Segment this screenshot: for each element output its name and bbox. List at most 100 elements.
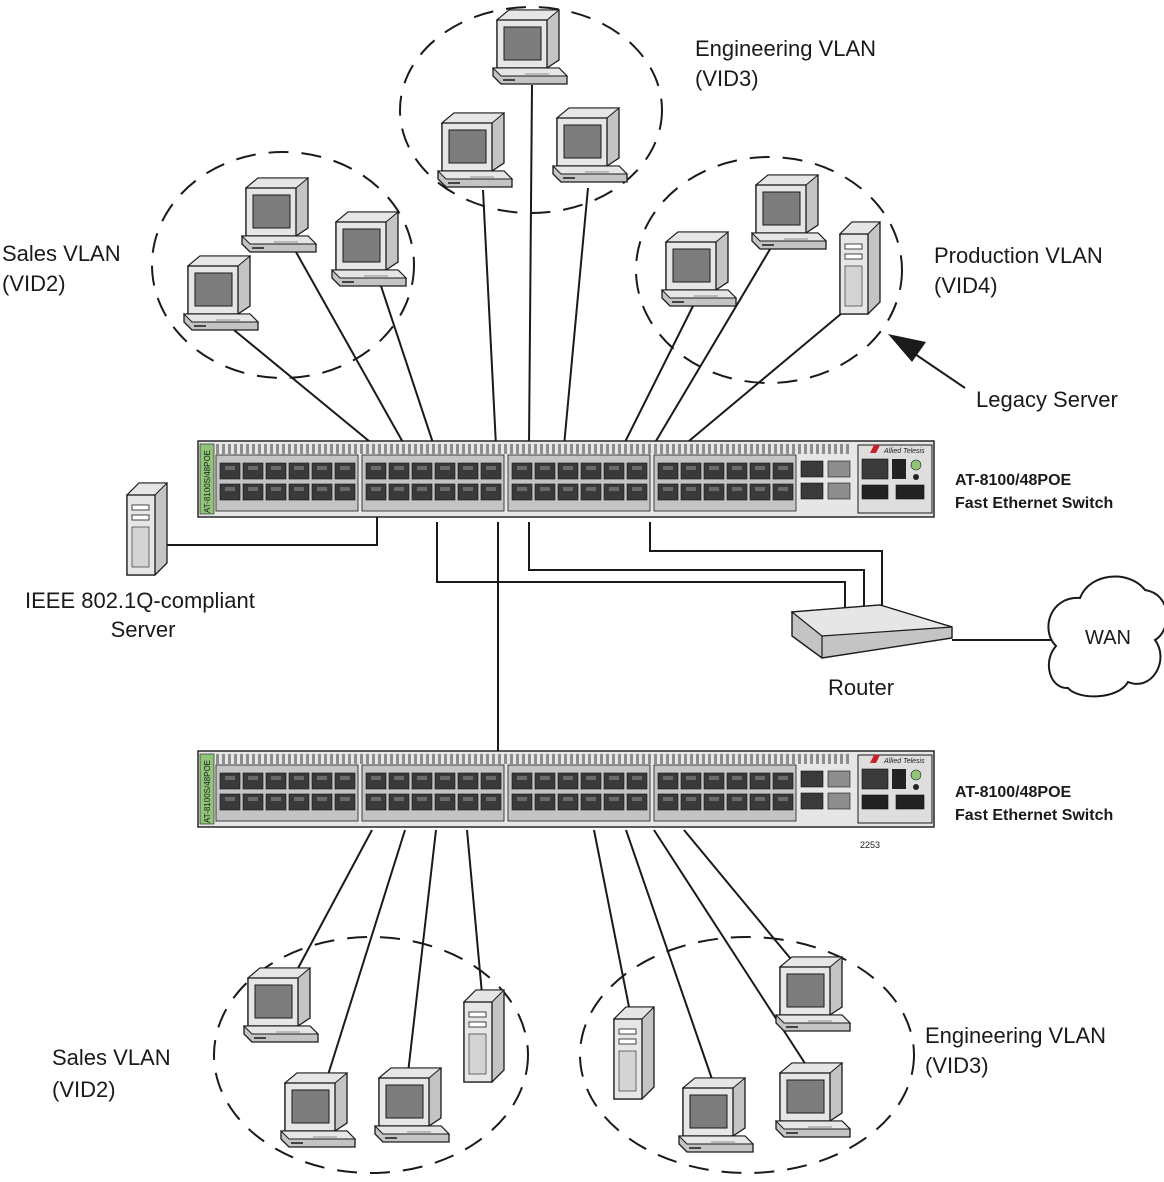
switch-top-port[interactable] bbox=[534, 462, 556, 480]
switch-bottom-port[interactable] bbox=[626, 772, 648, 790]
switch-bottom-port[interactable] bbox=[411, 793, 433, 811]
switch-bottom-port[interactable] bbox=[726, 793, 748, 811]
switch-bottom-port[interactable] bbox=[749, 793, 771, 811]
switch-bottom-uplink-port[interactable] bbox=[800, 792, 824, 810]
switch-bottom-port[interactable] bbox=[603, 793, 625, 811]
switch-bottom-port[interactable] bbox=[703, 772, 725, 790]
switch-bottom-port[interactable] bbox=[365, 793, 387, 811]
switch-top-console-port[interactable] bbox=[861, 458, 889, 480]
switch-top-port[interactable] bbox=[457, 483, 479, 501]
switch-bottom-port[interactable] bbox=[311, 772, 333, 790]
switch-top-port[interactable] bbox=[311, 483, 333, 501]
switch-top-port[interactable] bbox=[457, 462, 479, 480]
switch-top-port[interactable] bbox=[703, 462, 725, 480]
switch-bottom-port[interactable] bbox=[657, 793, 679, 811]
switch-top-port[interactable] bbox=[242, 483, 264, 501]
switch-bottom-port[interactable] bbox=[580, 793, 602, 811]
switch-bottom-port[interactable] bbox=[680, 793, 702, 811]
switch-bottom-port[interactable] bbox=[511, 772, 533, 790]
switch-top-port[interactable] bbox=[480, 462, 502, 480]
switch-bottom-port[interactable] bbox=[219, 793, 241, 811]
switch-top-port[interactable] bbox=[288, 483, 310, 501]
switch-bottom-uplink-port[interactable] bbox=[800, 770, 824, 788]
switch-top-port[interactable] bbox=[311, 462, 333, 480]
switch-bottom-port[interactable] bbox=[749, 772, 771, 790]
switch-bottom-port[interactable] bbox=[772, 772, 794, 790]
switch-bottom-port[interactable] bbox=[626, 793, 648, 811]
switch-top-port[interactable] bbox=[603, 462, 625, 480]
switch-top-port[interactable] bbox=[626, 483, 648, 501]
switch-top-port[interactable] bbox=[411, 483, 433, 501]
switch-top-port[interactable] bbox=[388, 483, 410, 501]
switch-bottom-port[interactable] bbox=[511, 793, 533, 811]
switch-top-port[interactable] bbox=[480, 483, 502, 501]
switch-bottom-port[interactable] bbox=[457, 772, 479, 790]
switch-top-port[interactable] bbox=[657, 462, 679, 480]
switch-top-port[interactable] bbox=[365, 462, 387, 480]
switch-top-uplink-port[interactable] bbox=[800, 482, 824, 500]
switch-top-port[interactable] bbox=[626, 462, 648, 480]
switch-bottom-port[interactable] bbox=[534, 772, 556, 790]
switch-top-uplink-port[interactable] bbox=[800, 460, 824, 478]
switch-bottom-port[interactable] bbox=[557, 772, 579, 790]
switch-top-port[interactable] bbox=[219, 483, 241, 501]
switch-top-port[interactable] bbox=[534, 483, 556, 501]
switch-bottom-port[interactable] bbox=[534, 793, 556, 811]
switch-top-port[interactable] bbox=[557, 483, 579, 501]
switch-bottom-port[interactable] bbox=[388, 793, 410, 811]
switch-bottom-port[interactable] bbox=[265, 772, 287, 790]
switch-bottom-port[interactable] bbox=[657, 772, 679, 790]
switch-bottom-port[interactable] bbox=[219, 772, 241, 790]
switch-top-port[interactable] bbox=[511, 483, 533, 501]
switch-top-port[interactable] bbox=[749, 462, 771, 480]
switch-bottom-port[interactable] bbox=[242, 772, 264, 790]
switch-top-port[interactable] bbox=[557, 462, 579, 480]
switch-bottom-port[interactable] bbox=[480, 772, 502, 790]
switch-top-port[interactable] bbox=[334, 462, 356, 480]
switch-top-port[interactable] bbox=[680, 462, 702, 480]
switch-top-port[interactable] bbox=[680, 483, 702, 501]
switch-bottom-port[interactable] bbox=[311, 793, 333, 811]
switch-bottom-port[interactable] bbox=[434, 772, 456, 790]
switch-bottom-port[interactable] bbox=[288, 772, 310, 790]
switch-top-port[interactable] bbox=[219, 462, 241, 480]
switch-bottom-port[interactable] bbox=[557, 793, 579, 811]
switch-bottom-port[interactable] bbox=[411, 772, 433, 790]
switch-bottom-port[interactable] bbox=[772, 793, 794, 811]
switch-top-port[interactable] bbox=[334, 483, 356, 501]
switch-bottom-port[interactable] bbox=[265, 793, 287, 811]
switch-top-port[interactable] bbox=[511, 462, 533, 480]
switch-bottom-port[interactable] bbox=[480, 793, 502, 811]
switch-top-port[interactable] bbox=[749, 483, 771, 501]
switch-top-port[interactable] bbox=[434, 462, 456, 480]
switch-bottom-port[interactable] bbox=[703, 793, 725, 811]
switch-bottom-port[interactable] bbox=[388, 772, 410, 790]
switch-top-port[interactable] bbox=[703, 483, 725, 501]
switch-bottom-port[interactable] bbox=[334, 793, 356, 811]
switch-top-port[interactable] bbox=[772, 462, 794, 480]
switch-bottom-port[interactable] bbox=[288, 793, 310, 811]
switch-bottom-port[interactable] bbox=[365, 772, 387, 790]
switch-top-port[interactable] bbox=[288, 462, 310, 480]
switch-top-port[interactable] bbox=[580, 462, 602, 480]
switch-top-port[interactable] bbox=[388, 462, 410, 480]
switch-top-port[interactable] bbox=[265, 483, 287, 501]
switch-top-port[interactable] bbox=[434, 483, 456, 501]
switch-bottom-console-port[interactable] bbox=[861, 768, 889, 790]
switch-top-port[interactable] bbox=[726, 462, 748, 480]
switch-top-port[interactable] bbox=[265, 462, 287, 480]
switch-top-port[interactable] bbox=[772, 483, 794, 501]
switch-top-port[interactable] bbox=[580, 483, 602, 501]
switch-top-port[interactable] bbox=[411, 462, 433, 480]
switch-top-port[interactable] bbox=[603, 483, 625, 501]
switch-top-port[interactable] bbox=[657, 483, 679, 501]
switch-bottom-port[interactable] bbox=[680, 772, 702, 790]
switch-bottom-port[interactable] bbox=[434, 793, 456, 811]
switch-top-port[interactable] bbox=[242, 462, 264, 480]
switch-bottom-port[interactable] bbox=[726, 772, 748, 790]
switch-bottom-port[interactable] bbox=[334, 772, 356, 790]
switch-bottom-port[interactable] bbox=[457, 793, 479, 811]
switch-bottom-port[interactable] bbox=[242, 793, 264, 811]
switch-bottom-port[interactable] bbox=[580, 772, 602, 790]
switch-top-port[interactable] bbox=[726, 483, 748, 501]
